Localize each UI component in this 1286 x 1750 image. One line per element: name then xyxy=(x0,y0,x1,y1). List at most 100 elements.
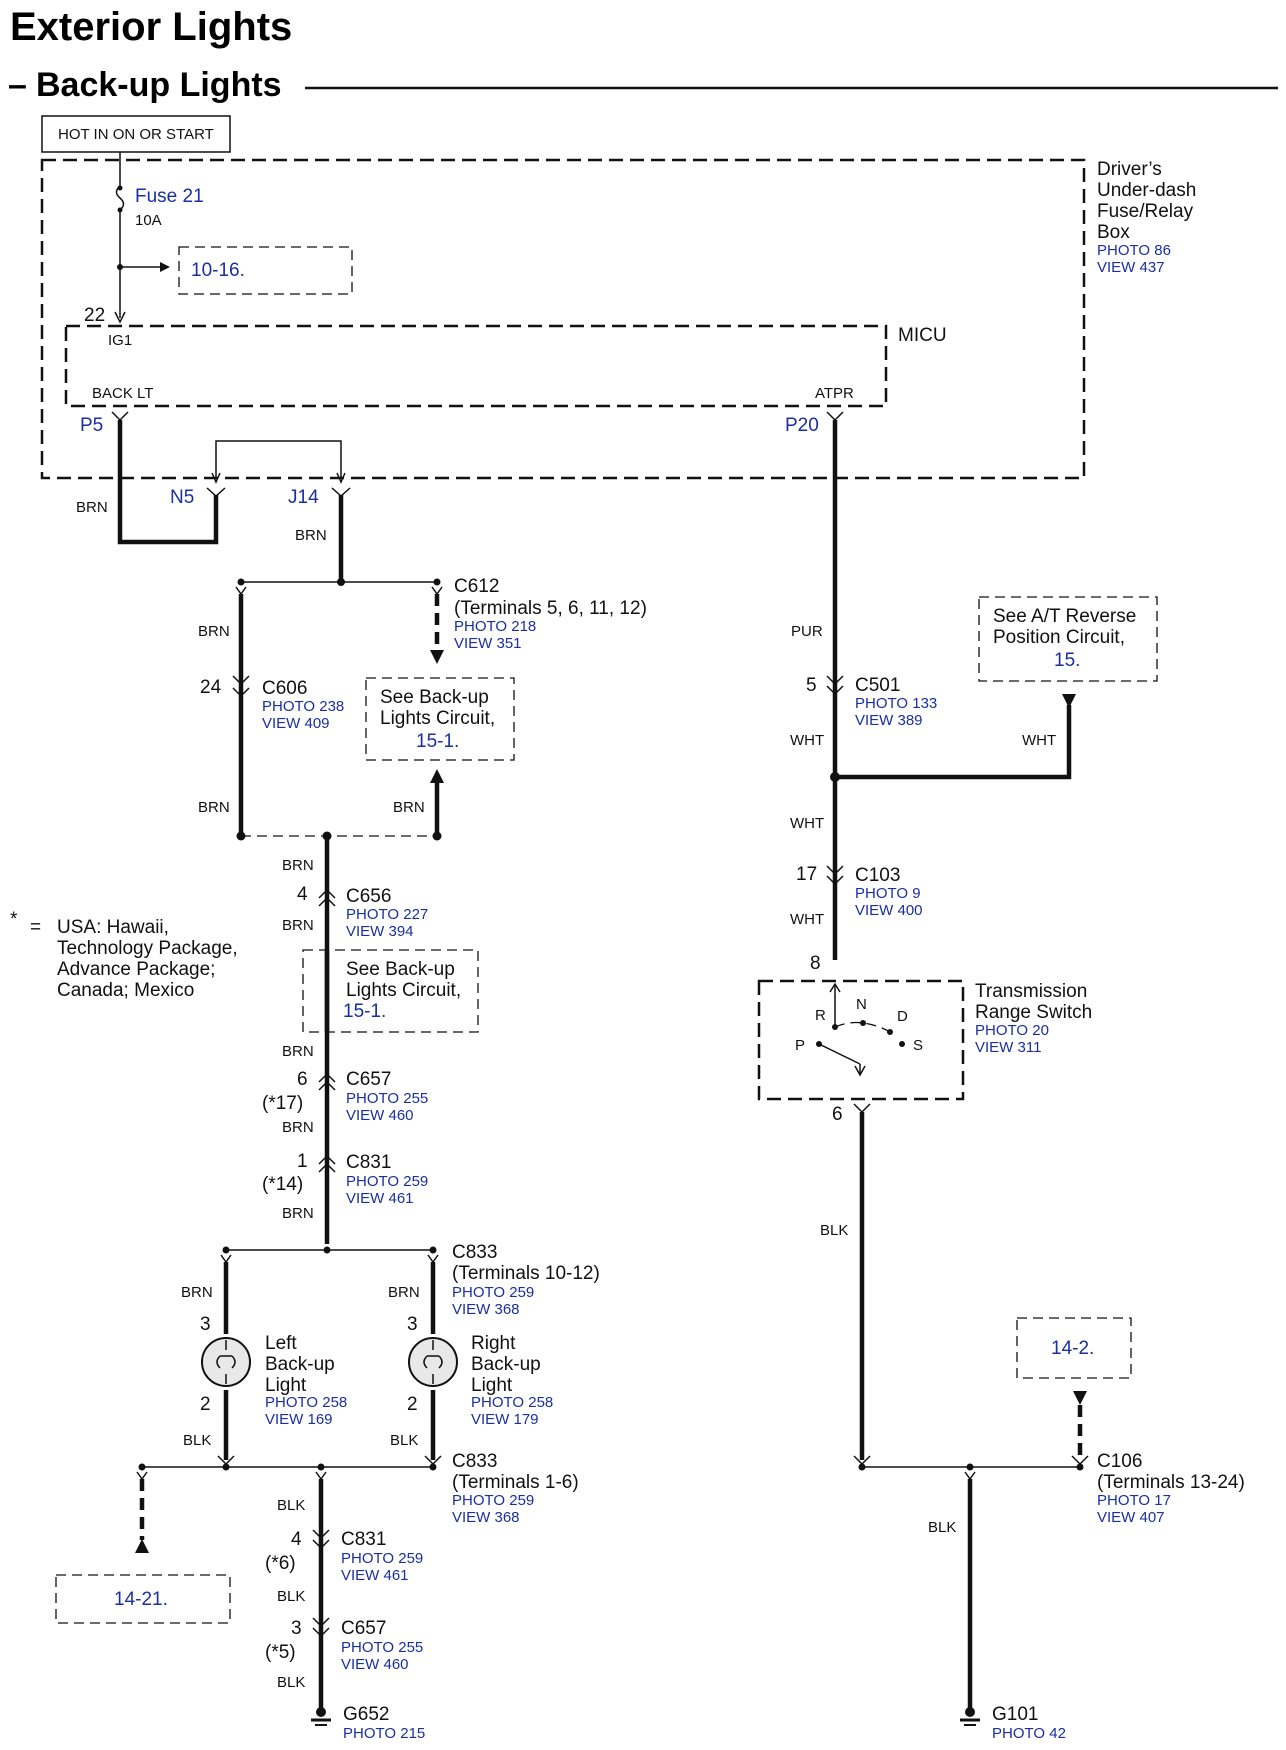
svg-text:=: = xyxy=(30,917,41,938)
c612-label: C612 xyxy=(454,576,499,597)
fuse-box-view-link[interactable]: VIEW 437 xyxy=(1097,259,1165,276)
c657b-view-link[interactable]: VIEW 460 xyxy=(341,1656,409,1673)
c657a-label: C657 xyxy=(346,1069,391,1090)
ref-10-16-box xyxy=(178,246,353,295)
right-light-pin-bottom: 2 xyxy=(407,1394,418,1415)
c106-terms: (Terminals 13-24) xyxy=(1097,1472,1245,1493)
c657b-alt-pin: (*5) xyxy=(265,1642,296,1663)
left-light-pin-top: 3 xyxy=(200,1314,211,1335)
c103-photo-link[interactable]: PHOTO 9 xyxy=(855,885,921,902)
left-light-pin-bottom: 2 xyxy=(200,1394,211,1415)
page-title: Exterior Lights xyxy=(10,5,292,49)
c833a-terms: (Terminals 10-12) xyxy=(452,1263,600,1284)
ref-10-16-link[interactable]: 10-16. xyxy=(191,260,245,281)
svg-text:Position Circuit,: Position Circuit, xyxy=(993,627,1125,648)
at-reverse-ref[interactable]: 15. xyxy=(1054,650,1080,671)
svg-text:BLK: BLK xyxy=(277,1497,305,1514)
c831a-pin: 1 xyxy=(297,1151,308,1172)
c831b-label: C831 xyxy=(341,1529,386,1550)
trs-position-p: P xyxy=(795,1037,805,1054)
trs-position-r: R xyxy=(815,1007,826,1024)
c657b-photo-link[interactable]: PHOTO 255 xyxy=(341,1639,423,1656)
c656-view-link[interactable]: VIEW 394 xyxy=(346,923,414,940)
note-line-2: Technology Package, xyxy=(57,938,238,959)
c501-label: C501 xyxy=(855,675,900,696)
c833b-view-link[interactable]: VIEW 368 xyxy=(452,1509,520,1526)
svg-text:BRN: BRN xyxy=(282,1043,314,1060)
c831b-photo-link[interactable]: PHOTO 259 xyxy=(341,1550,423,1567)
micu-atpr-label: ATPR xyxy=(815,385,854,402)
svg-text:WHT: WHT xyxy=(790,732,824,749)
c103-label: C103 xyxy=(855,865,900,886)
left-light-photo-link[interactable]: PHOTO 258 xyxy=(265,1394,347,1411)
ground-g652-icon xyxy=(311,1707,331,1726)
connector-p20: P20 xyxy=(785,415,819,436)
note-line-3: Advance Package; xyxy=(57,959,215,980)
c657a-photo-link[interactable]: PHOTO 255 xyxy=(346,1090,428,1107)
right-light-label-3: Light xyxy=(471,1375,513,1396)
c656-photo-link[interactable]: PHOTO 227 xyxy=(346,906,428,923)
c103-view-link[interactable]: VIEW 400 xyxy=(855,902,923,919)
trs-photo-link[interactable]: PHOTO 20 xyxy=(975,1022,1049,1039)
power-source-label: HOT IN ON OR START xyxy=(58,126,214,143)
svg-text:BLK: BLK xyxy=(277,1674,305,1691)
see-backup-ref-1[interactable]: 15-1. xyxy=(416,731,459,752)
trs-label-1: Transmission xyxy=(975,981,1087,1002)
c831a-photo-link[interactable]: PHOTO 259 xyxy=(346,1173,428,1190)
c657a-alt-pin: (*17) xyxy=(262,1093,303,1114)
c606-label: C606 xyxy=(262,678,307,699)
trs-label-2: Range Switch xyxy=(975,1002,1092,1023)
trs-view-link[interactable]: VIEW 311 xyxy=(975,1039,1041,1056)
c501-view-link[interactable]: VIEW 389 xyxy=(855,712,923,729)
svg-text:Lights Circuit,: Lights Circuit, xyxy=(380,708,495,729)
right-light-view-link[interactable]: VIEW 179 xyxy=(471,1411,539,1428)
c612-view-link[interactable]: VIEW 351 xyxy=(454,635,522,652)
c833a-photo-link[interactable]: PHOTO 259 xyxy=(452,1284,534,1301)
svg-text:–: – xyxy=(8,66,27,104)
ground-g101-icon xyxy=(960,1707,980,1726)
c612-photo-link[interactable]: PHOTO 218 xyxy=(454,618,536,635)
svg-text:BLK: BLK xyxy=(820,1222,848,1239)
g101-photo-link[interactable]: PHOTO 42 xyxy=(992,1725,1066,1742)
c831a-alt-pin: (*14) xyxy=(262,1174,303,1195)
ref-14-2-link[interactable]: 14-2. xyxy=(1051,1338,1094,1359)
fuse-box-label-1: Driver’s xyxy=(1097,159,1162,180)
left-backup-light-bulb-icon xyxy=(201,1337,251,1387)
c831a-view-link[interactable]: VIEW 461 xyxy=(346,1190,414,1207)
trs-position-s: S xyxy=(913,1037,923,1054)
svg-text:BRN: BRN xyxy=(295,527,327,544)
svg-text:See Back-up: See Back-up xyxy=(346,959,455,980)
c657a-view-link[interactable]: VIEW 460 xyxy=(346,1107,414,1124)
fuse-box-label-2: Under-dash xyxy=(1097,180,1196,201)
fuse-21-label: Fuse 21 xyxy=(135,186,204,207)
svg-text:See A/T Reverse: See A/T Reverse xyxy=(993,606,1136,627)
see-backup-box-2 xyxy=(302,949,479,1033)
right-light-photo-link[interactable]: PHOTO 258 xyxy=(471,1394,553,1411)
left-light-view-link[interactable]: VIEW 169 xyxy=(265,1411,333,1428)
right-backup-light-bulb-icon xyxy=(408,1337,458,1387)
trs-pin-top: 8 xyxy=(810,953,821,974)
c657b-label: C657 xyxy=(341,1618,386,1639)
c833a-view-link[interactable]: VIEW 368 xyxy=(452,1301,520,1318)
c606-photo-link[interactable]: PHOTO 238 xyxy=(262,698,344,715)
ref-14-21-link[interactable]: 14-21. xyxy=(114,1589,168,1610)
g652-photo-link[interactable]: PHOTO 215 xyxy=(343,1725,425,1742)
c606-view-link[interactable]: VIEW 409 xyxy=(262,715,330,732)
micu-back-lt-label: BACK LT xyxy=(92,385,153,402)
micu-pin-22: 22 xyxy=(84,305,105,326)
c106-photo-link[interactable]: PHOTO 17 xyxy=(1097,1492,1171,1509)
fuse-box-photo-link[interactable]: PHOTO 86 xyxy=(1097,242,1171,259)
c501-photo-link[interactable]: PHOTO 133 xyxy=(855,695,937,712)
g652-label: G652 xyxy=(343,1704,389,1725)
svg-text:PUR: PUR xyxy=(791,623,823,640)
see-backup-ref-2[interactable]: 15-1. xyxy=(343,1001,386,1022)
svg-text:See Back-up: See Back-up xyxy=(380,687,489,708)
fuse-icon xyxy=(115,185,125,211)
c831b-view-link[interactable]: VIEW 461 xyxy=(341,1567,409,1584)
micu-label: MICU xyxy=(898,325,947,346)
c833b-photo-link[interactable]: PHOTO 259 xyxy=(452,1492,534,1509)
c106-view-link[interactable]: VIEW 407 xyxy=(1097,1509,1165,1526)
c657a-pin: 6 xyxy=(297,1069,308,1090)
fuse-rating: 10A xyxy=(135,212,162,229)
c106-label: C106 xyxy=(1097,1451,1142,1472)
